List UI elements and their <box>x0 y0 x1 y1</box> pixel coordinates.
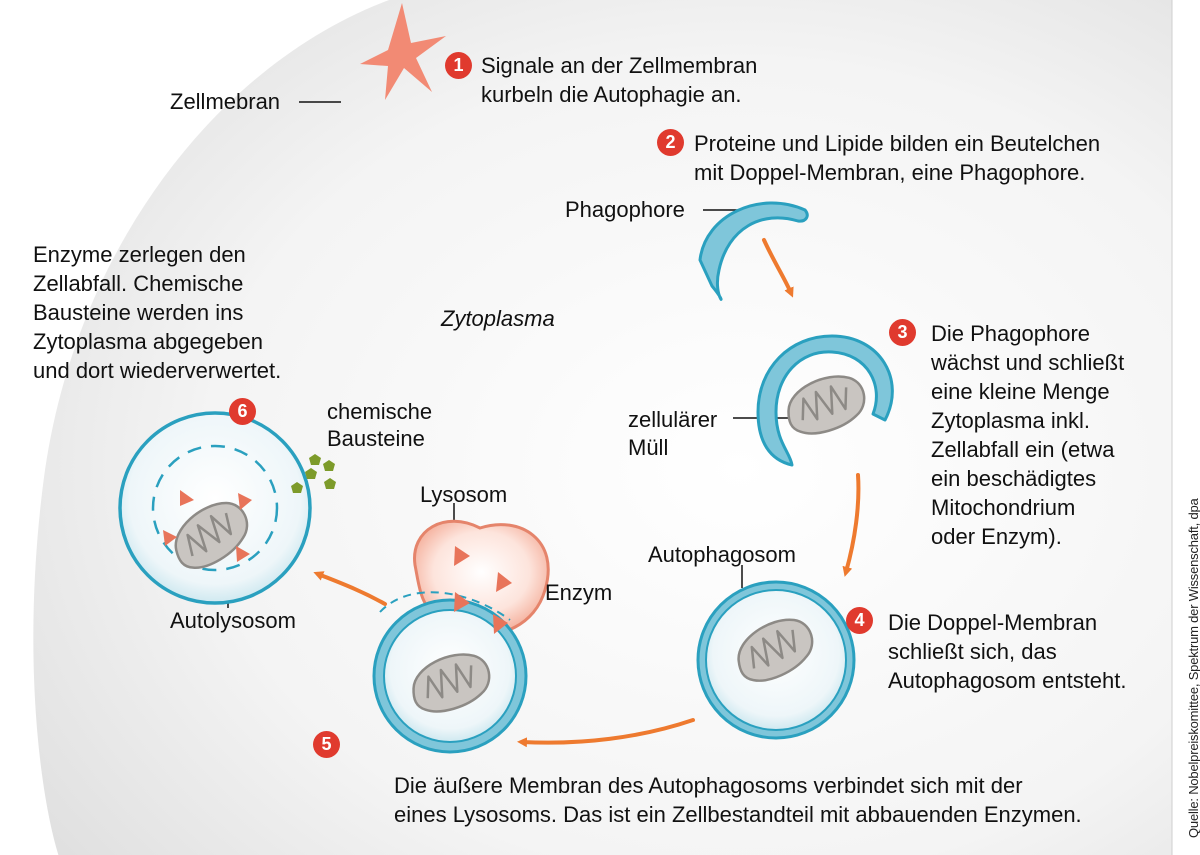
arrow-4-to-5 <box>517 718 695 748</box>
arrow-3-to-4 <box>842 473 861 577</box>
step-5-text: Die äußere Membran des Autophagosoms ver… <box>394 773 1082 827</box>
label-zellmembran: Zellmebran <box>170 89 281 114</box>
arrow-2-to-3 <box>762 238 794 298</box>
label-enzym: Enzym <box>545 580 613 605</box>
enzyme-marker-3 <box>454 592 470 612</box>
autolysosome-dashed <box>151 444 279 572</box>
label-lysosom: Lysosom <box>420 482 508 507</box>
cell-interior <box>33 0 1172 855</box>
step-1-badge: 1 <box>445 52 472 79</box>
step-5-badge: 5 <box>313 731 340 758</box>
label-zellulaerer-muell: zellulärer Müll <box>628 407 718 460</box>
enzyme-marker-2 <box>496 572 512 592</box>
signal-star-icon <box>360 3 446 100</box>
label-autophagosom: Autophagosom <box>648 542 796 567</box>
arrow-5-to-6 <box>313 571 387 606</box>
step-3-badge: 3 <box>889 319 916 346</box>
chemical-building-blocks-icon <box>291 454 336 493</box>
enzyme-marker-4 <box>493 614 508 634</box>
label-zytoplasma: Zytoplasma <box>441 306 555 331</box>
label-autolysosom: Autolysosom <box>170 608 296 633</box>
enzyme-marker-1 <box>454 546 470 566</box>
phagophore-shape <box>698 201 809 301</box>
step-2-badge: 2 <box>657 129 684 156</box>
label-phagophore: Phagophore <box>565 197 685 222</box>
label-chemische-bausteine: chemische Bausteine <box>327 399 433 451</box>
step-2-text: Proteine und Lipide bilden ein Beutelche… <box>694 131 1101 185</box>
source-credit: Quelle: Nobelpreiskomittee, Spektrum der… <box>1186 498 1200 838</box>
growing-phagophore-shape <box>756 334 894 467</box>
step-6-badge: 6 <box>229 398 256 425</box>
step-4-badge: 4 <box>846 607 873 634</box>
